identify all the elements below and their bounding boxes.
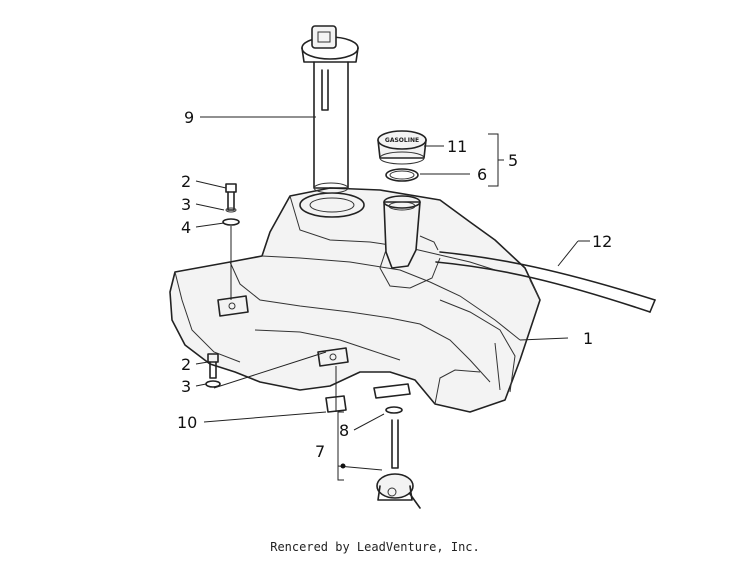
callout-labels: 1 2 3 4 5 6 7 8 9 10 11 12 2 3 <box>177 108 612 461</box>
callout-4: 4 <box>181 218 191 237</box>
callout-1: 1 <box>583 329 593 348</box>
callout-8: 8 <box>339 421 349 440</box>
callout-7: 7 <box>315 442 325 461</box>
callout-11: 11 <box>447 137 467 156</box>
cap-label: GASOLINE <box>385 137 419 144</box>
callout-9: 9 <box>184 108 194 127</box>
fuel-tap-assembly <box>376 406 421 509</box>
fuel-tank <box>169 187 541 413</box>
cap-gasket <box>385 168 419 182</box>
callout-10: 10 <box>177 413 197 432</box>
lower-bolt-set <box>205 353 221 388</box>
callout-3-upper: 3 <box>181 195 191 214</box>
leader-lines <box>195 116 590 481</box>
callout-6: 6 <box>477 165 487 184</box>
callout-3-lower: 3 <box>181 377 191 396</box>
vent-hose <box>439 251 656 301</box>
callout-2-upper: 2 <box>181 172 191 191</box>
fuel-cap: GASOLINE <box>377 130 427 165</box>
callout-5: 5 <box>508 151 518 170</box>
fuel-level-sender <box>301 25 359 194</box>
footer-credit: Rencered by LeadVenture, Inc. <box>270 540 480 554</box>
nut-clip <box>325 395 347 413</box>
callout-2-lower: 2 <box>181 355 191 374</box>
upper-bolt-set <box>222 183 240 226</box>
callout-12: 12 <box>592 232 612 251</box>
